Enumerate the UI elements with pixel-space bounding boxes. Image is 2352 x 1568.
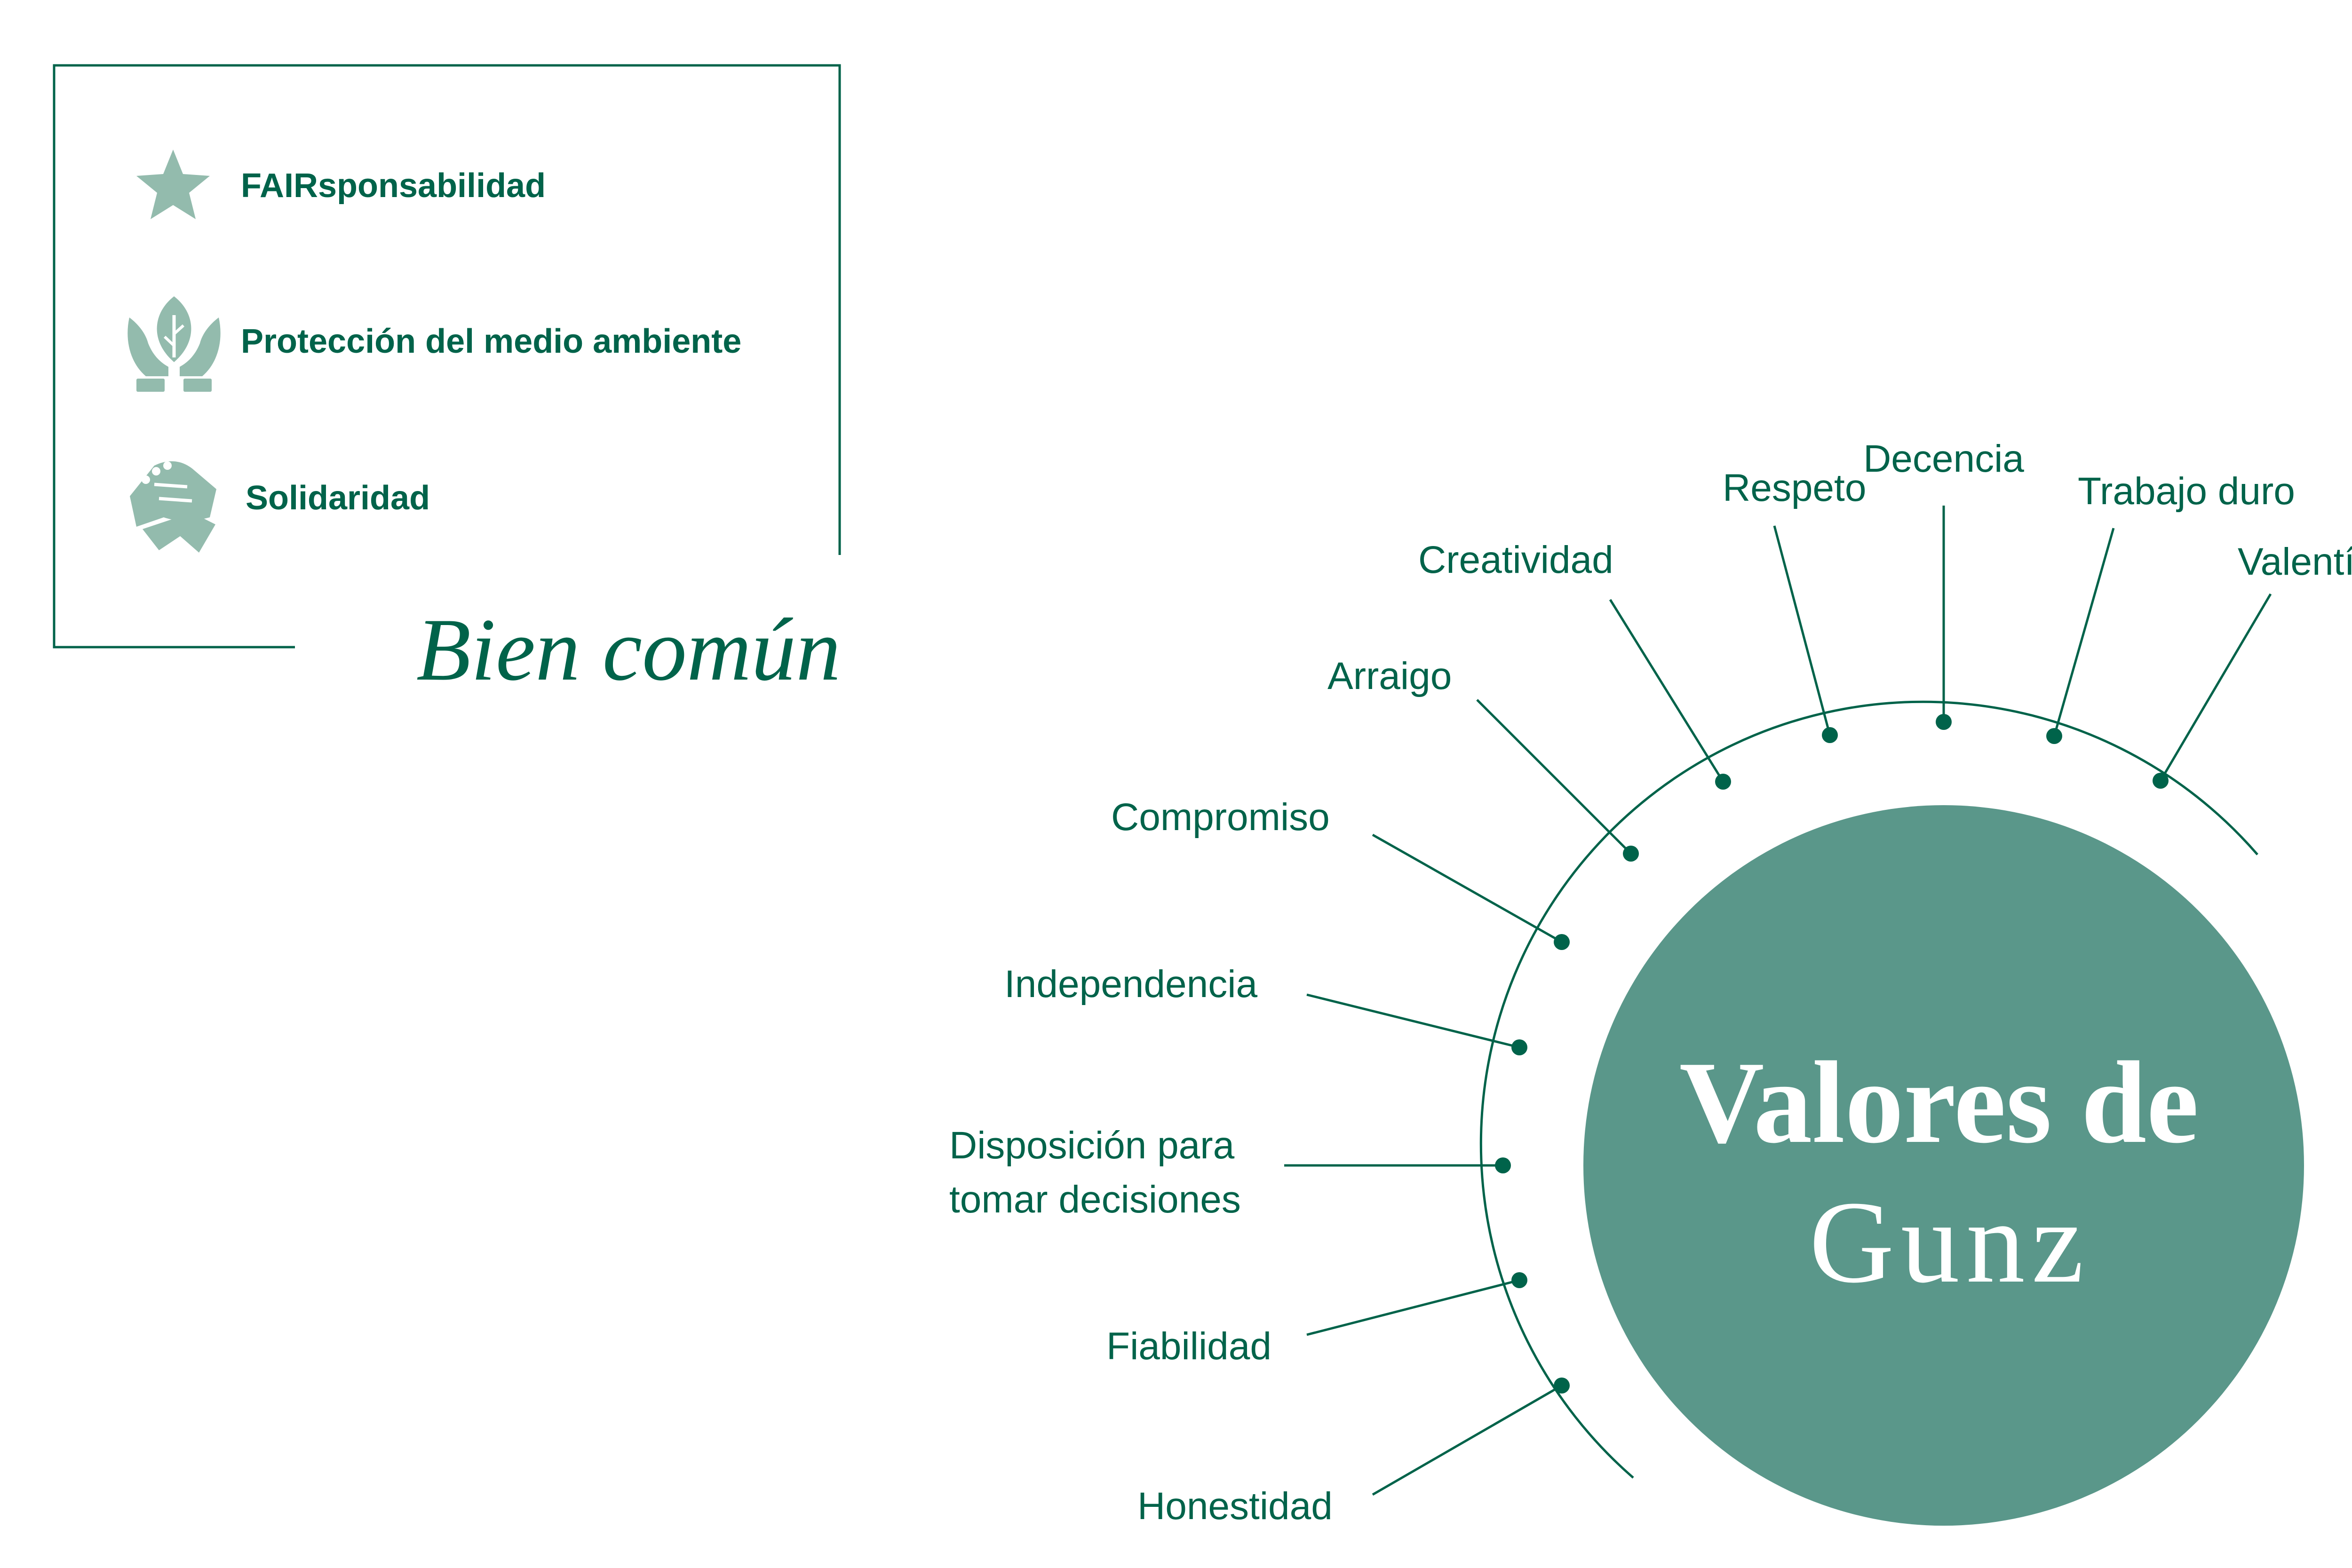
value-item: Disposición para tomar decisiones (949, 1124, 1511, 1221)
signature-text: Bien común (416, 601, 841, 699)
value-leader-line (2053, 528, 2115, 736)
value-leader-line (1372, 1384, 1563, 1496)
center-title-line1: Valores de (1679, 1037, 2199, 1168)
value-item: Respeto (1723, 467, 1866, 743)
value-dot (1511, 1039, 1527, 1055)
value-label: Valentía (2238, 540, 2352, 583)
value-dot (1554, 1378, 1570, 1394)
handshake-icon (130, 461, 216, 553)
value-item: Fiabilidad (1106, 1272, 1527, 1368)
value-label: Independencia (1004, 963, 1257, 1006)
value-label: Fiabilidad (1106, 1325, 1271, 1368)
value-label: Decencia (1863, 437, 2024, 480)
value-item: Honestidad (1137, 1378, 1570, 1528)
value-dot (1495, 1157, 1511, 1173)
value-leader-line (1773, 525, 1831, 736)
value-label: Compromiso (1111, 796, 1330, 839)
value-item: Compromiso (1111, 796, 1570, 950)
value-dot (1554, 934, 1570, 950)
value-dot (1715, 774, 1731, 790)
value-label: Creatividad (1418, 539, 1613, 581)
center-circle (1583, 805, 2304, 1526)
value-dot (2153, 773, 2169, 789)
value-item: Creatividad (1418, 539, 1731, 790)
value-label: Disposición para (949, 1124, 1235, 1167)
value-leader-line (1609, 599, 1724, 783)
value-item: Decencia (1863, 437, 2024, 730)
center-title-line2: Gunz (1809, 1177, 2090, 1307)
value-leader-line (1476, 699, 1632, 855)
value-item: Arraigo (1327, 655, 1639, 862)
value-leader-line (1372, 833, 1563, 943)
value-label: Honestidad (1137, 1485, 1333, 1528)
value-item: Trabajo duro (2046, 470, 2295, 744)
value-item: Independencia (1004, 963, 1527, 1055)
legend-item-label: Protección del medio ambiente (241, 323, 741, 360)
star-icon (136, 150, 210, 219)
value-dot (1936, 714, 1952, 730)
legend-frame (53, 64, 841, 649)
value-label: tomar decisiones (949, 1178, 1241, 1221)
values-layer: Valentía Trabajo duro DecenciaRespetoCreat… (949, 437, 2352, 1528)
value-dot (1822, 727, 1838, 743)
hands-leaf-icon (127, 296, 221, 392)
value-label: Arraigo (1327, 655, 1452, 697)
values-arc (1479, 700, 2258, 1479)
value-dot (1623, 846, 1639, 862)
value-label: Trabajo duro (2078, 470, 2295, 513)
value-dot (1511, 1272, 1527, 1288)
value-leader-line (2159, 593, 2272, 782)
value-dot (2046, 728, 2062, 744)
legend-item-label: FAIRsponsabilidad (241, 167, 546, 205)
value-item: Valentía (2153, 540, 2352, 789)
value-leader-line (1306, 993, 1520, 1049)
value-leader-line (1306, 1279, 1520, 1336)
legend-item-label: Solidaridad (246, 479, 430, 517)
value-label: Respeto (1723, 467, 1866, 509)
